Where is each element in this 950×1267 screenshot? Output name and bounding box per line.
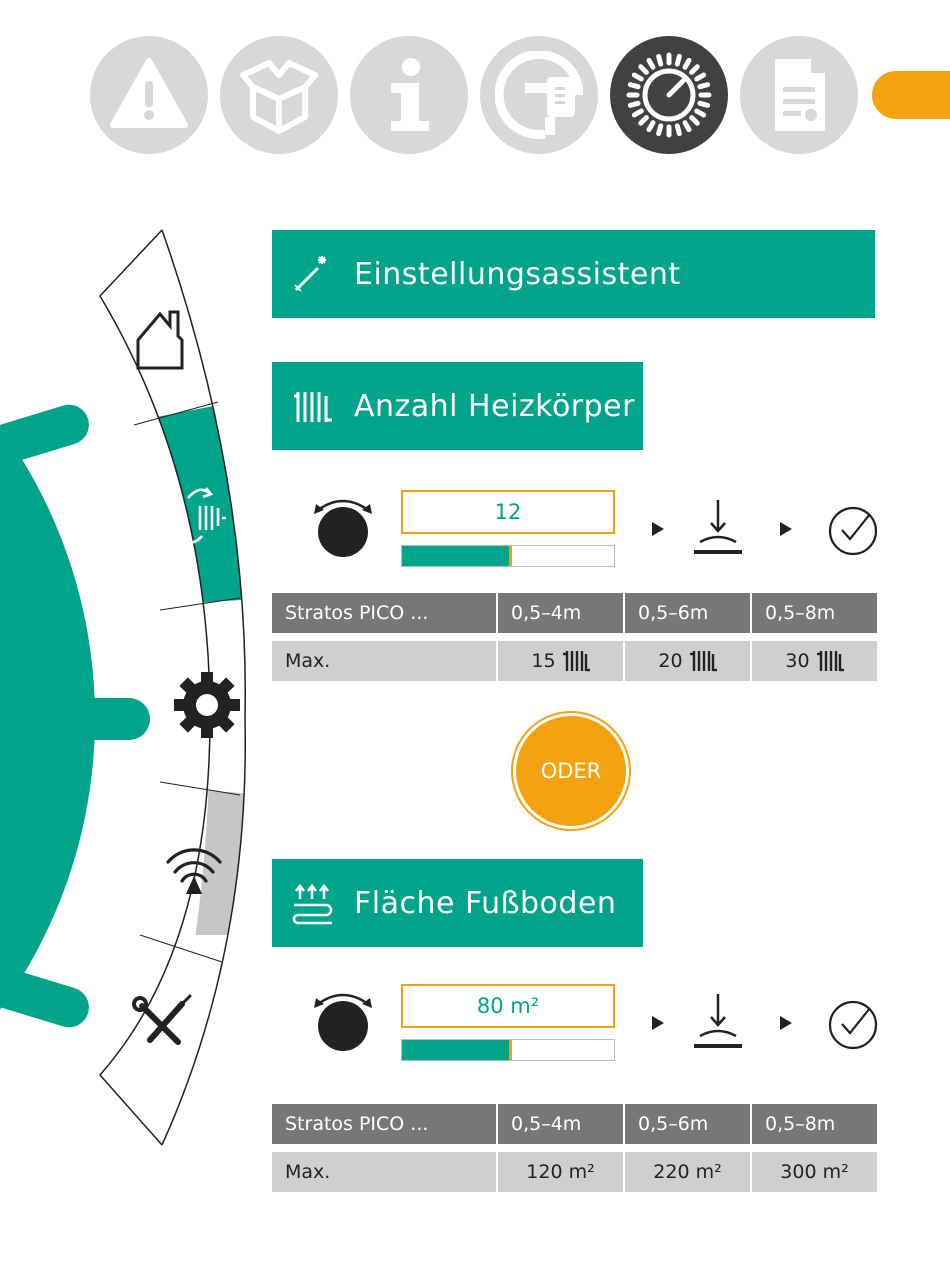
floor-header: Fläche Fußboden xyxy=(272,859,643,947)
section-title: Einstellungsassistent xyxy=(354,257,681,292)
document-icon xyxy=(755,51,843,139)
nav-settings-dial[interactable] xyxy=(610,36,728,154)
table-cell: 120 m² xyxy=(498,1152,623,1192)
table-header-row: Stratos PICO ... 0,5–4m 0,5–6m 0,5–8m xyxy=(272,1104,877,1144)
arrow-right-icon xyxy=(780,1016,792,1030)
radiators-progress-fill xyxy=(402,546,512,566)
floor-progress-fill xyxy=(402,1040,512,1060)
table-cell: 30 xyxy=(752,641,877,681)
check-circle-icon xyxy=(826,998,880,1052)
chapter-tab[interactable] xyxy=(872,71,950,119)
table-header-cell: 0,5–4m xyxy=(498,1104,623,1144)
side-menu xyxy=(0,0,270,1267)
table-cell-label: Max. xyxy=(272,1152,496,1192)
knob-icon[interactable] xyxy=(310,492,380,562)
table-row: Max. 120 m² 220 m² 300 m² xyxy=(272,1152,877,1192)
table-row: Max. 15 20 30 xyxy=(272,641,877,681)
arrow-right-icon xyxy=(652,1016,664,1030)
radiator-icon xyxy=(562,648,590,674)
radiator-icon xyxy=(689,648,717,674)
magic-wand-icon xyxy=(284,246,340,302)
check-circle-icon xyxy=(826,504,880,558)
gear-icon xyxy=(174,672,240,738)
table-cell: 300 m² xyxy=(752,1152,877,1192)
radiators-progress xyxy=(401,545,615,567)
floor-progress xyxy=(401,1039,615,1061)
table-cell-value: 30 xyxy=(785,650,809,672)
nav-installation[interactable] xyxy=(480,36,598,154)
table-header-cell: Stratos PICO ... xyxy=(272,1104,496,1144)
table-cell-value: 15 xyxy=(531,650,555,672)
radiators-value-field[interactable]: 12 xyxy=(401,490,615,534)
table-header-cell: Stratos PICO ... xyxy=(272,593,496,633)
table-cell-value: 20 xyxy=(658,650,682,672)
table-header-cell: 0,5–8m xyxy=(752,1104,877,1144)
nav-document[interactable] xyxy=(740,36,858,154)
arrow-right-icon xyxy=(780,522,792,536)
table-header-cell: 0,5–6m xyxy=(625,593,750,633)
radiators-title: Anzahl Heizkörper xyxy=(354,389,635,424)
radiator-icon xyxy=(284,378,340,434)
knob-icon[interactable] xyxy=(310,986,380,1056)
info-icon xyxy=(365,51,453,139)
side-menu-item-heating[interactable] xyxy=(90,395,270,610)
disc-knob-bottom xyxy=(0,962,94,1032)
table-cell: 15 xyxy=(498,641,623,681)
floor-heating-icon xyxy=(284,875,340,931)
table-header-row: Stratos PICO ... 0,5–4m 0,5–6m 0,5–8m xyxy=(272,593,877,633)
table-header-cell: 0,5–4m xyxy=(498,593,623,633)
floor-value-field[interactable]: 80 m² xyxy=(401,984,615,1028)
press-icon xyxy=(692,992,744,1050)
floor-table: Stratos PICO ... 0,5–4m 0,5–6m 0,5–8m Ma… xyxy=(272,1104,877,1200)
radiator-icon xyxy=(816,648,844,674)
section-title-bar: Einstellungsassistent xyxy=(272,230,875,318)
floor-title: Fläche Fußboden xyxy=(354,886,616,921)
table-cell: 220 m² xyxy=(625,1152,750,1192)
radiators-header: Anzahl Heizkörper xyxy=(272,362,643,450)
table-header-cell: 0,5–8m xyxy=(752,593,877,633)
oder-badge: ODER xyxy=(516,716,626,826)
press-icon xyxy=(692,498,744,556)
installation-icon xyxy=(495,51,583,139)
radiators-table: Stratos PICO ... 0,5–4m 0,5–6m 0,5–8m Ma… xyxy=(272,593,877,689)
dial-icon xyxy=(625,51,713,139)
table-cell: 20 xyxy=(625,641,750,681)
arrow-right-icon xyxy=(652,522,664,536)
table-cell-label: Max. xyxy=(272,641,496,681)
nav-info[interactable] xyxy=(350,36,468,154)
disc-knob-top xyxy=(0,400,94,470)
disc-knob-middle xyxy=(0,698,150,740)
table-header-cell: 0,5–6m xyxy=(625,1104,750,1144)
